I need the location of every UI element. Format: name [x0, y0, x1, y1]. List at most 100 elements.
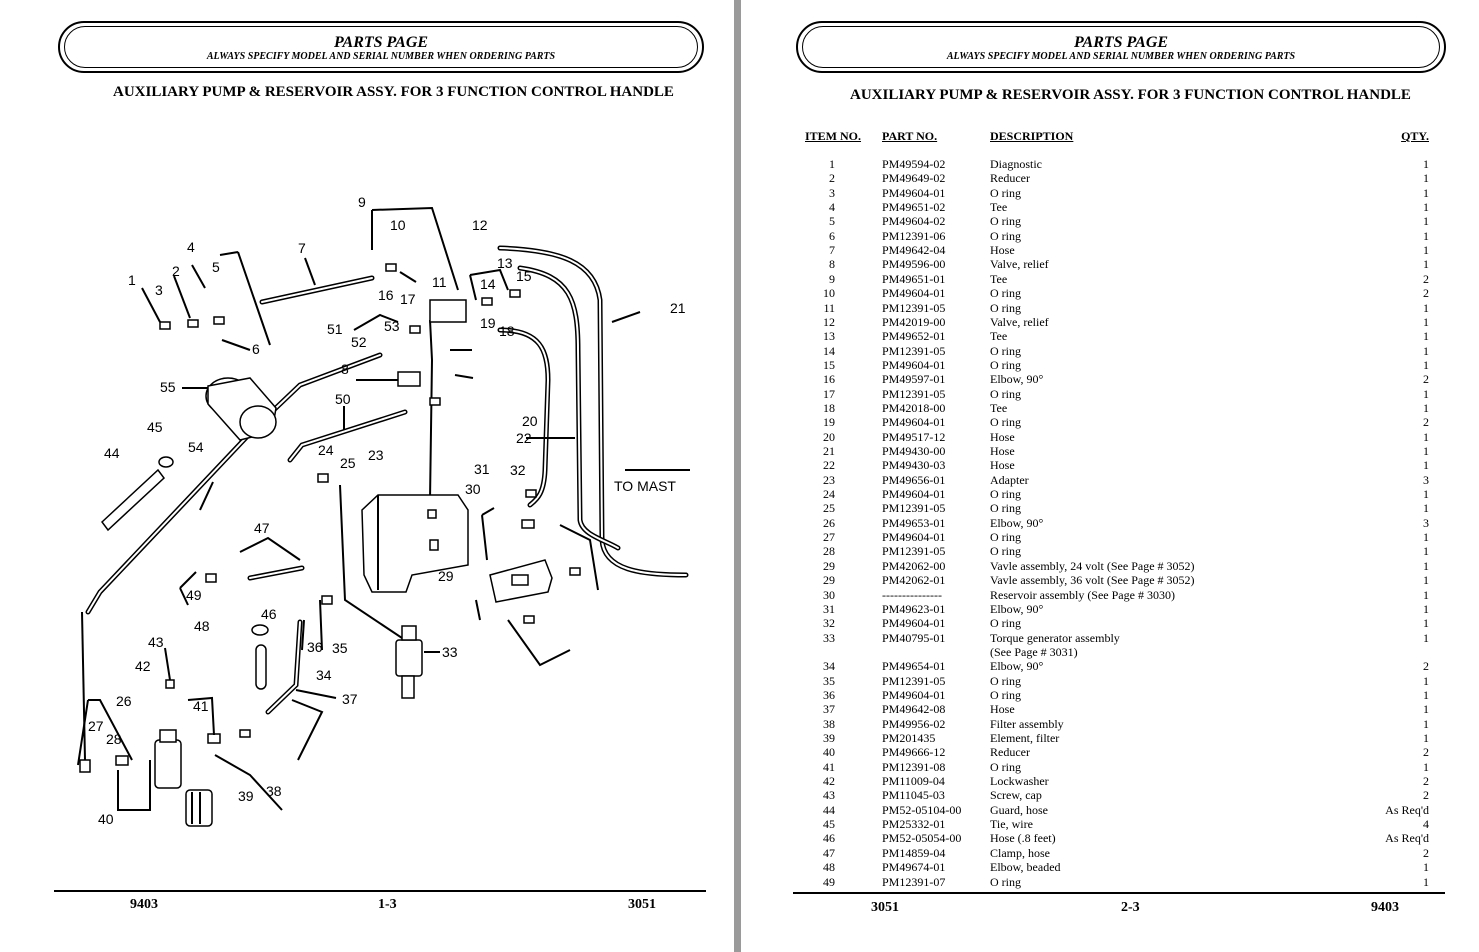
description-cell: O ring: [990, 228, 1021, 243]
col-header-desc: DESCRIPTION: [990, 129, 1074, 143]
part-number-cell: PM14859-04: [882, 845, 946, 860]
relief-valve-8: [397, 371, 421, 387]
quantity-cell: 2: [1423, 845, 1429, 860]
description-cell: Clamp, hose: [990, 845, 1050, 860]
quantity-cell: As Req'd: [1385, 802, 1429, 817]
quantity-cell: 1: [1423, 444, 1429, 458]
item-number-cell: 40: [823, 745, 835, 760]
item-number-cell: 35: [823, 673, 835, 688]
quantity-cell: 1: [1423, 630, 1429, 645]
item-number-cell: 29: [823, 573, 835, 588]
quantity-cell: 1: [1423, 400, 1429, 415]
callout-32: 32: [510, 462, 526, 478]
part-number-cell: PM11009-04: [882, 774, 945, 789]
callout-28: 28: [106, 731, 122, 747]
part-number-cell: PM49517-12: [882, 429, 946, 444]
item-number-cell: 4: [829, 200, 835, 215]
item-number-cell: 26: [823, 515, 835, 530]
col-header-qty: QTY.: [1401, 129, 1429, 143]
hose-50: [287, 409, 408, 463]
part-number-cell: PM49604-01: [882, 687, 946, 702]
item-number-cell: 45: [823, 817, 835, 832]
quantity-cell: 2: [1423, 745, 1429, 760]
item-number-cell: 13: [823, 329, 835, 344]
item-number-cell: 43: [823, 788, 835, 803]
quantity-cell: 1: [1423, 329, 1429, 344]
part-number-cell: PM42019-00: [882, 314, 946, 329]
callout-45: 45: [147, 419, 163, 435]
callout-26: 26: [116, 693, 132, 709]
callout-17: 17: [400, 291, 416, 307]
description-cell: Hose: [990, 702, 1015, 717]
part-number-cell: PM49642-04: [882, 243, 946, 258]
part-number-cell: PM49430-03: [882, 458, 946, 473]
description-cell: Torque generator assembly: [990, 630, 1120, 645]
callout-54: 54: [188, 439, 204, 455]
right-page: PARTS PAGE ALWAYS SPECIFY MODEL AND SERI…: [741, 0, 1479, 952]
description-cell: Diagnostic: [990, 157, 1042, 171]
description-cell: Guard, hose: [990, 802, 1048, 817]
quantity-cell: 1: [1423, 702, 1429, 717]
item-number-cell: 42: [823, 774, 835, 789]
part-number-cell: PM49604-01: [882, 185, 946, 200]
description-cell: Hose: [990, 429, 1015, 444]
item-number-cell: 25: [823, 501, 835, 516]
callout-16: 16: [378, 287, 394, 303]
quantity-cell: 1: [1423, 257, 1429, 272]
description-cell: O ring: [990, 343, 1021, 358]
callout-36: 36: [307, 639, 323, 655]
quantity-cell: 1: [1423, 673, 1429, 688]
description-cell: O ring: [990, 185, 1021, 200]
callout-4: 4: [187, 239, 195, 255]
item-number-cell: 23: [823, 472, 835, 487]
callout-23: 23: [368, 447, 384, 463]
callout-14: 14: [480, 276, 496, 292]
item-number-cell: 2: [829, 171, 835, 186]
description-cell: Elbow, 90°: [990, 659, 1044, 674]
part-number-cell: PM49596-00: [882, 257, 946, 272]
quantity-cell: 1: [1423, 759, 1429, 774]
description-cell: Elbow, 90°: [990, 372, 1044, 387]
description-cell: O ring: [990, 544, 1021, 559]
item-number-cell: 18: [823, 400, 835, 415]
left-footer-right: 3051: [628, 897, 656, 912]
right-banner-subtitle: ALWAYS SPECIFY MODEL AND SERIAL NUMBER W…: [946, 51, 1296, 62]
part-number-cell: PM49666-12: [882, 745, 946, 760]
description-cell: Reducer: [990, 745, 1030, 760]
description-cell: Screw, cap: [990, 788, 1042, 803]
description-cell: Hose (.8 feet): [990, 831, 1056, 846]
item-number-cell: 46: [823, 831, 835, 846]
quantity-cell: 4: [1423, 817, 1429, 832]
item-number-cell: 32: [823, 616, 835, 631]
callout-27: 27: [88, 718, 104, 734]
description-cell: Adapter: [990, 472, 1029, 487]
description-cell: O ring: [990, 673, 1021, 688]
part-number-cell: PM12391-07: [882, 874, 946, 889]
pump-motor: [205, 377, 277, 441]
left-footer-left: 9403: [130, 897, 158, 912]
item-number-cell: 41: [823, 759, 835, 774]
description-cell: Hose: [990, 444, 1015, 458]
item-number-cell: 31: [823, 601, 835, 616]
part-number-cell: PM201435: [882, 731, 936, 745]
callout-3: 3: [155, 282, 163, 298]
description-cell: (See Page # 3031): [990, 644, 1078, 659]
callout-42: 42: [135, 658, 151, 674]
part-number-cell: PM49604-01: [882, 616, 946, 631]
description-cell: Reducer: [990, 171, 1030, 186]
part-number-cell: PM11045-03: [882, 788, 945, 803]
part-number-cell: PM49653-01: [882, 515, 946, 530]
description-cell: Elbow, 90°: [990, 515, 1044, 530]
part-number-cell: PM52-05054-00: [882, 831, 962, 846]
part-number-cell: PM49604-01: [882, 530, 946, 545]
quantity-cell: 1: [1423, 587, 1429, 602]
